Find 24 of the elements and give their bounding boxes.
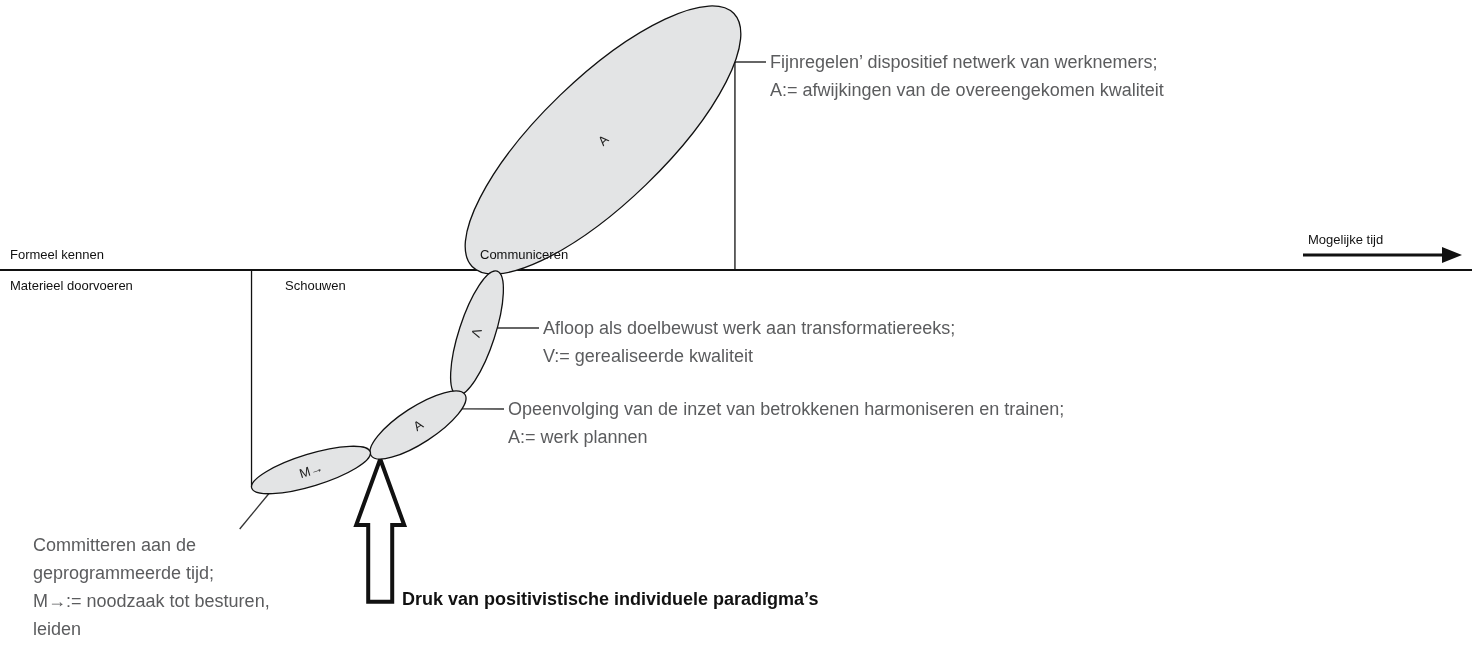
leader-line: [461, 408, 505, 410]
axis-label: Mogelijke tijd: [1308, 232, 1384, 247]
annotation-text: A:= afwijkingen van de overeengekomen kwaliteit: [770, 79, 1165, 102]
axis-label: Materieel doorvoeren: [10, 278, 133, 293]
annotation-text: Druk van positivistische individuele paradigma’s: [402, 585, 819, 613]
axis-label: Formeel kennen: [10, 247, 104, 262]
annotation-text: A:= werk plannen: [508, 426, 649, 449]
ellipse-shape: [369, 390, 467, 460]
annotation-text: Opeenvolging van de inzet van betrokkenen harmoniseren en trainen;: [508, 398, 1066, 421]
ellipse-letter: A: [595, 131, 612, 149]
annotation-text: V:= gerealiseerde kwaliteit: [543, 345, 754, 368]
annotation-text: Afloop als doelbewust werk aan transformatiereeks;: [543, 317, 957, 340]
ellipse-letter: A: [410, 416, 426, 435]
annotation-text: Fijnregelen’ dispositief netwerk van werknemers;: [770, 51, 1159, 74]
ellipse-shape: [450, 270, 504, 396]
ellipse-letter: V: [468, 326, 485, 340]
annotation-text: M→:= noodzaak tot besturen, leiden: [33, 590, 271, 641]
ellipse-shape: [250, 445, 372, 495]
ellipse-shape: [464, 5, 742, 275]
axis-label: Schouwen: [285, 278, 346, 293]
leader-line: [239, 493, 270, 530]
annotation-text: Committeren aan de geprogrammeerde tijd;: [33, 534, 216, 585]
ellipse-letter: M→: [297, 459, 325, 482]
leader-line: [734, 61, 767, 63]
